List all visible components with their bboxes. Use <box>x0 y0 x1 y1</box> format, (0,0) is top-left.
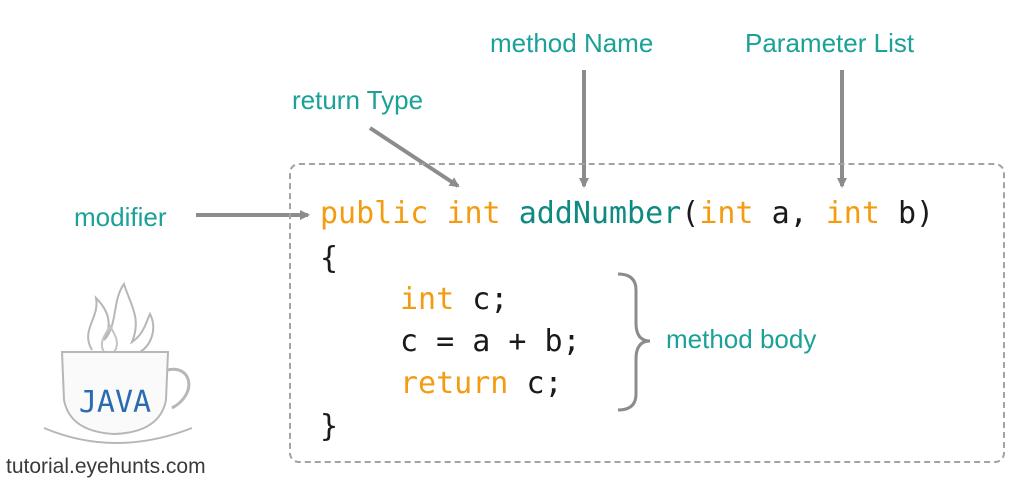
body-line-3-keyword: return <box>400 366 509 401</box>
steam-flame-icon <box>87 281 155 353</box>
body-line-1-rest: c; <box>472 282 509 317</box>
open-brace: { <box>320 241 339 276</box>
body-line-1-keyword: int <box>400 282 455 317</box>
saucer-icon <box>43 427 193 444</box>
body-line-1: int c; <box>400 285 508 315</box>
method-name-text: addNumber <box>518 196 682 231</box>
method-body-label: method body <box>666 324 817 354</box>
return-type-arrow <box>368 126 460 188</box>
body-line-3-rest: c; <box>526 366 563 401</box>
param2-type: int <box>825 196 880 231</box>
return-type-keyword: int <box>446 196 501 231</box>
body-line-2: c = a + b; <box>400 324 581 359</box>
java-logo-text: JAVA <box>79 385 151 420</box>
param1-name: a, <box>771 196 808 231</box>
site-watermark: tutorial.eyehunts.com <box>6 455 206 478</box>
modifier-label: modifier <box>74 202 167 232</box>
method-body-brace <box>617 272 651 412</box>
parameter-list-label: Parameter List <box>745 28 915 58</box>
open-paren: ( <box>681 196 700 231</box>
code-box <box>289 163 1005 463</box>
cup-body-icon <box>60 351 170 436</box>
java-cup-logo: JAVA <box>43 281 193 444</box>
body-line-3: return c; <box>400 369 563 399</box>
param2-name: b) <box>898 196 935 231</box>
close-brace: } <box>320 409 339 444</box>
param1-type: int <box>699 196 754 231</box>
cup-handle-icon <box>166 367 191 410</box>
method-signature: public int addNumber(int a, int b) <box>320 199 934 229</box>
return-type-label: return Type <box>292 85 424 115</box>
modifier-keyword: public <box>320 196 429 231</box>
method-name-label: method Name <box>490 28 654 58</box>
